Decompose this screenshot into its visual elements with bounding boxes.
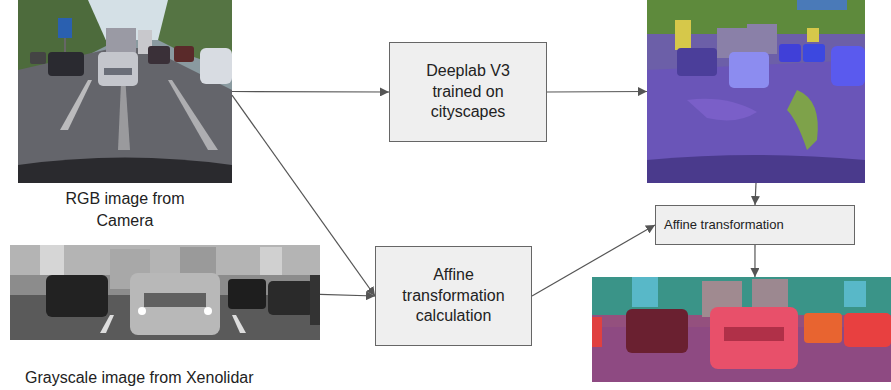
lidar-scene [10, 245, 320, 340]
segmentation-scene [647, 0, 865, 183]
process-box: Deeplab V3 trained on cityscapes [389, 42, 547, 142]
segmentation-photo [647, 0, 865, 183]
box-label: Deeplab V3 trained on cityscapes [406, 61, 530, 123]
result-photo [592, 277, 891, 382]
image-frame: Grayscale image from Xenolidar [10, 245, 320, 340]
photo-scene [18, 0, 232, 183]
result-scene [592, 277, 891, 382]
image-frame [647, 0, 865, 183]
flow-arrow [232, 91, 389, 93]
flow-arrow [232, 95, 375, 296]
flow-arrow [754, 245, 755, 277]
process-box: Affine transformation calculation [375, 246, 532, 346]
box-label: Affine transformation calculation [392, 265, 515, 327]
flow-arrow [547, 91, 647, 93]
box-label: Affine transformation [664, 217, 784, 234]
lidar-photo [10, 245, 320, 340]
flow-arrow [320, 294, 375, 296]
image-frame [592, 277, 891, 382]
image-caption: RGB image from Camera [45, 188, 205, 232]
camera-photo [18, 0, 232, 183]
flow-arrow [532, 225, 655, 296]
image-caption: Grayscale image from Xenolidar [25, 367, 315, 389]
flow-arrow [755, 183, 756, 205]
process-box: Affine transformation [655, 205, 855, 245]
image-frame: RGB image from Camera [18, 0, 232, 183]
